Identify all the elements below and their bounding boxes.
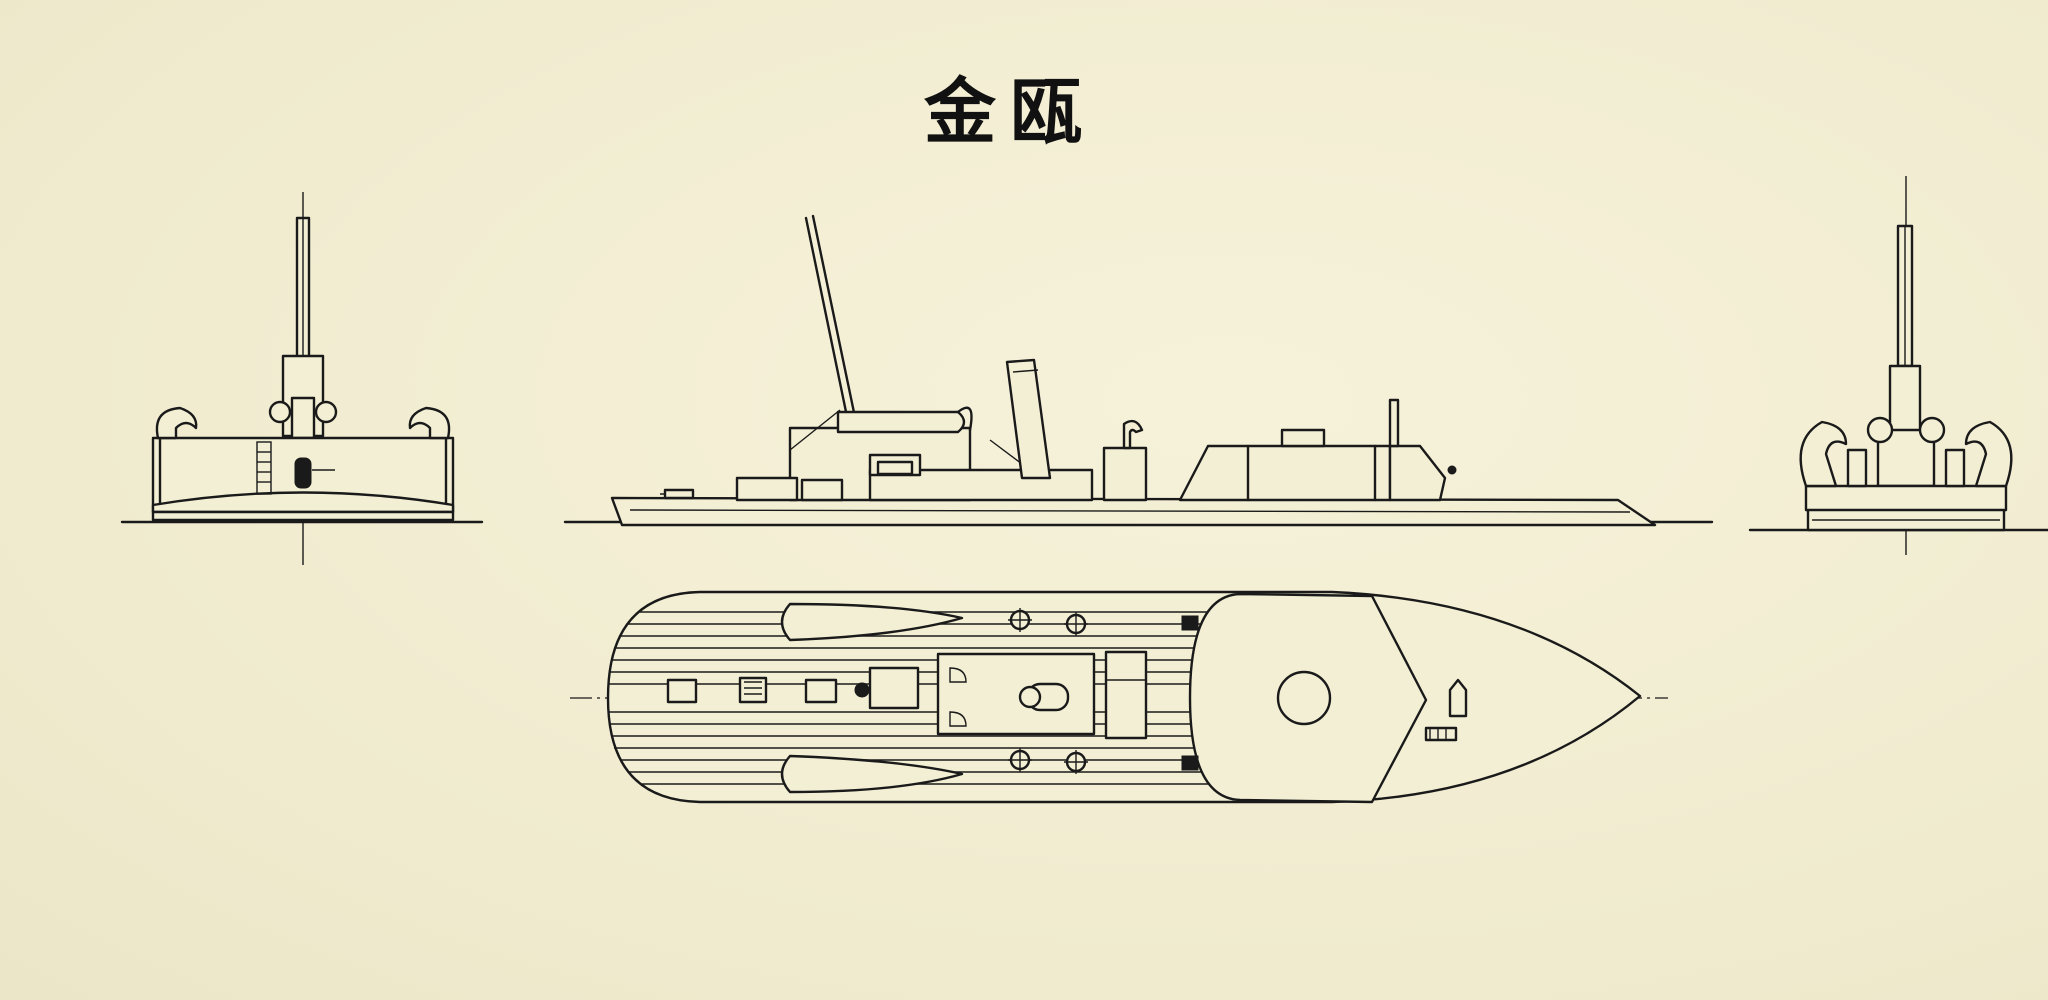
front-elevation-view xyxy=(120,192,484,565)
skylight-plan xyxy=(868,666,920,710)
gun-barbette-plan xyxy=(1276,670,1332,726)
ladder-front xyxy=(256,441,272,495)
funnel-side xyxy=(1005,358,1052,480)
ship-name-title: 金瓯 xyxy=(923,69,1096,154)
boat-starboard-plan xyxy=(780,754,964,794)
deckhouse-plan xyxy=(936,652,1096,736)
hawse-front xyxy=(294,457,312,489)
deck-plan-view xyxy=(570,590,1668,804)
boat-side xyxy=(836,410,966,434)
rear-elevation-view xyxy=(1748,176,2048,555)
funnel-plan xyxy=(1104,650,1148,740)
ventilator-side xyxy=(1102,446,1148,502)
flagstaff-side xyxy=(1388,398,1400,448)
boat-port-plan xyxy=(780,602,964,642)
ventilator-right-rear xyxy=(1964,420,2013,488)
hull-bottom-front xyxy=(151,491,455,514)
gun-house-side xyxy=(1178,444,1392,502)
side-elevation-view xyxy=(563,214,1714,527)
ventilator-right-front xyxy=(408,406,451,440)
ventilator-left-front xyxy=(155,406,198,440)
ventilator-left-rear xyxy=(1799,420,1848,488)
